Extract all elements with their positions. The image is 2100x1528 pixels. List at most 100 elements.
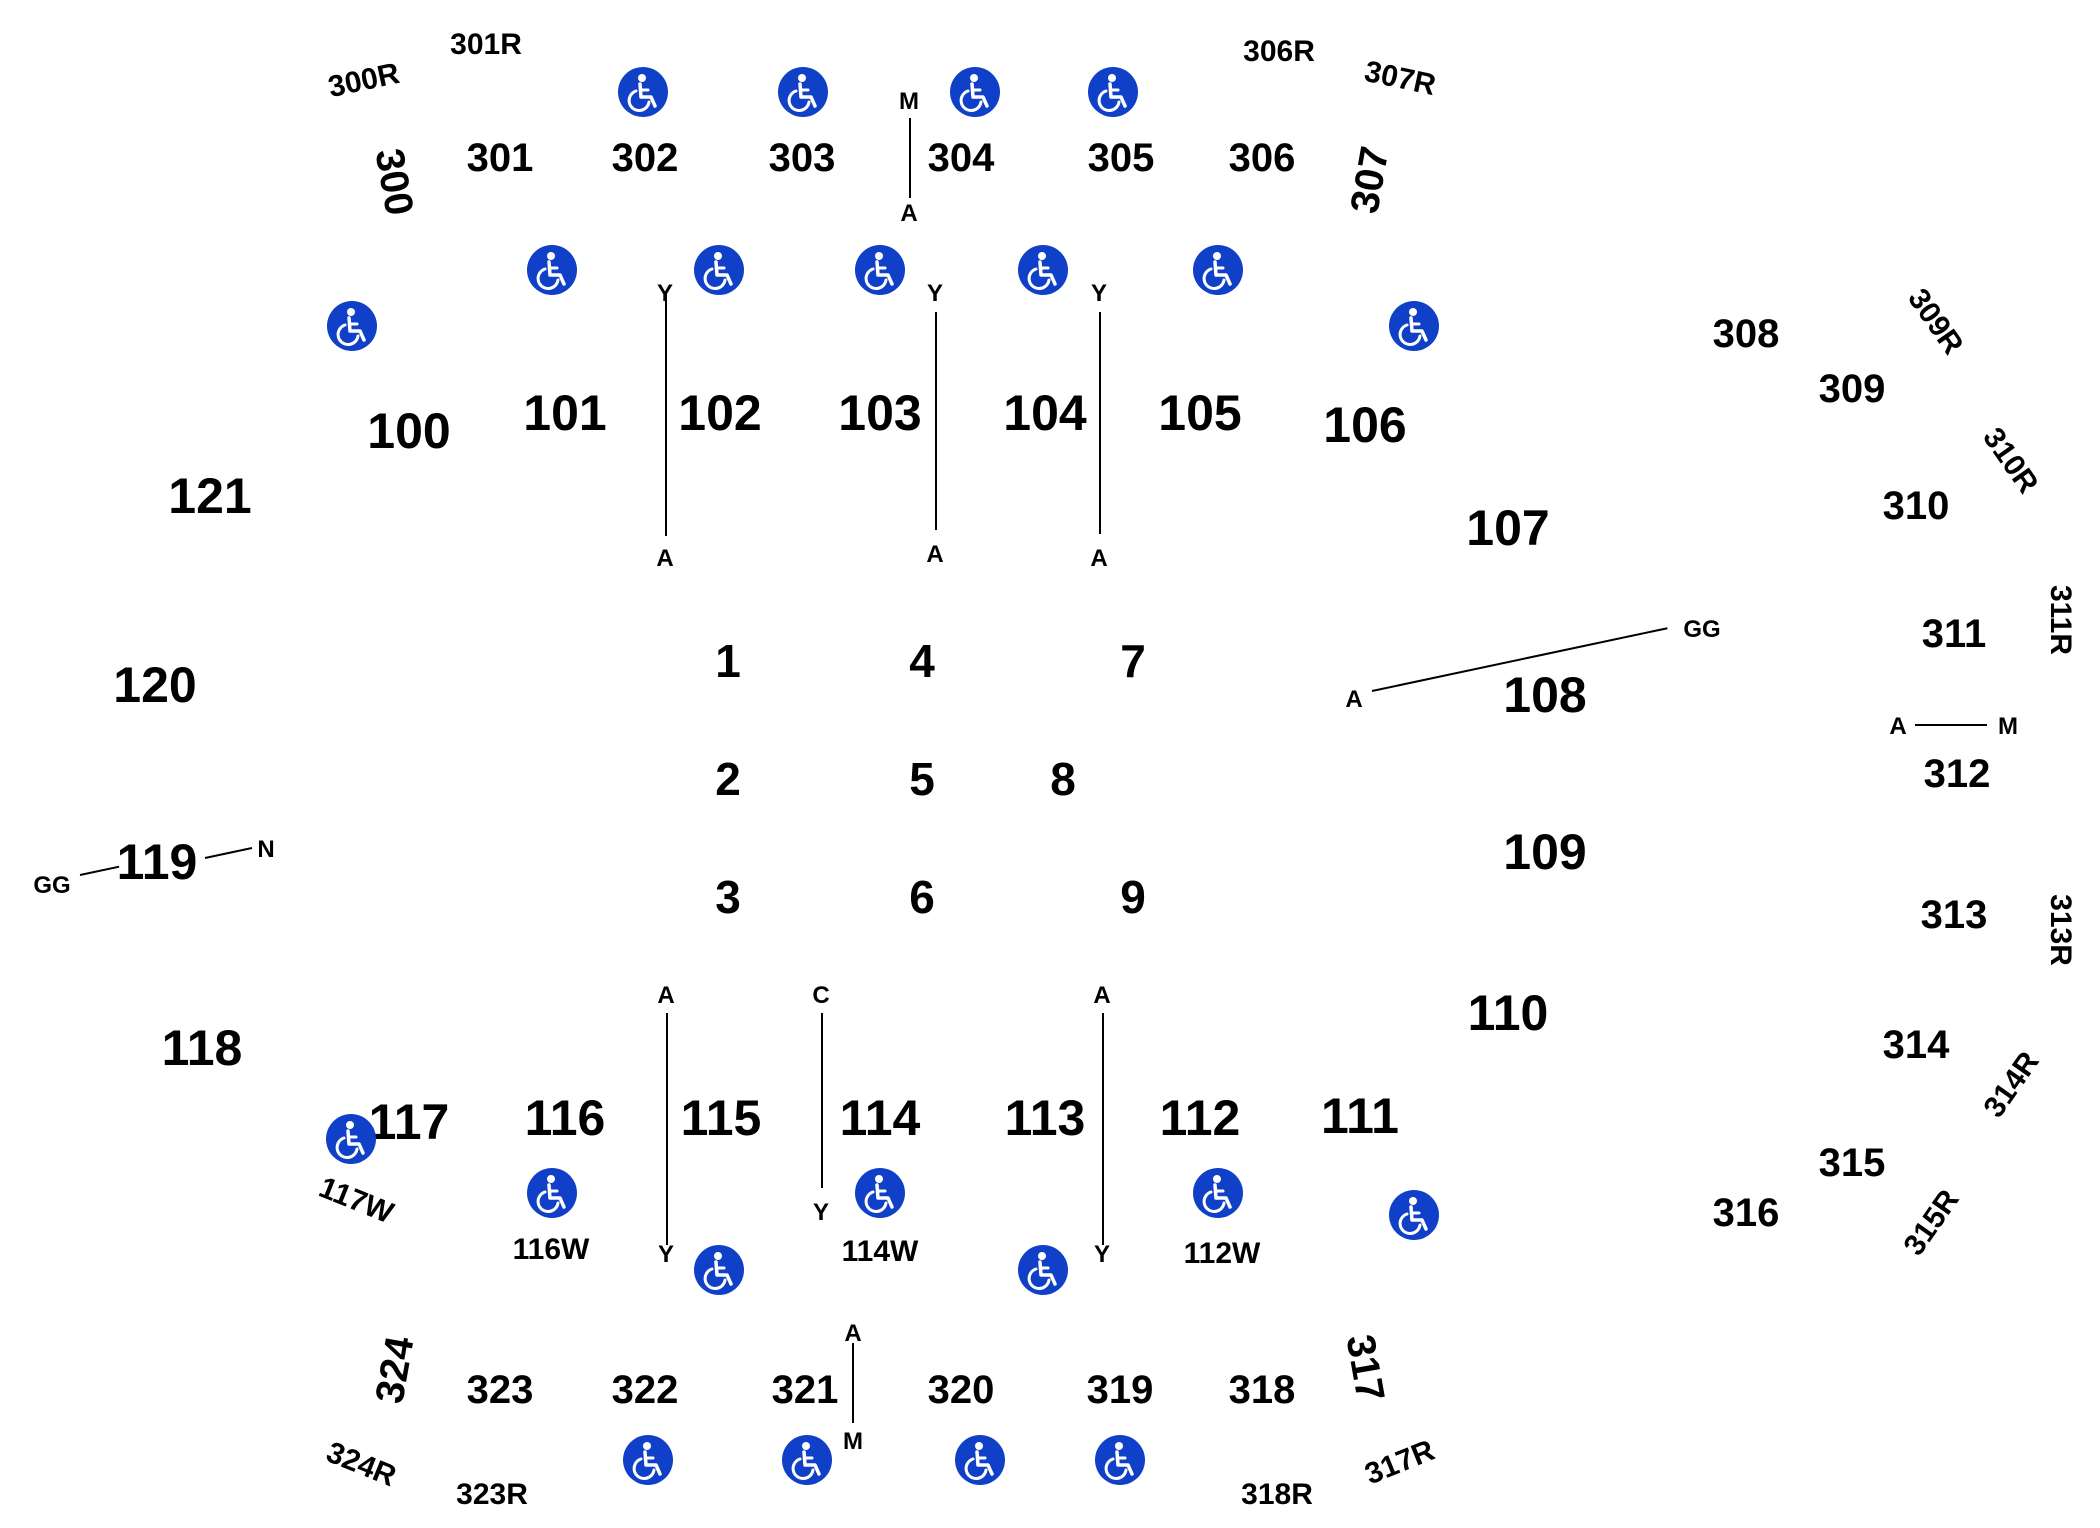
rail-label-307r: 307R bbox=[1361, 54, 1439, 103]
section-302[interactable]: 302 bbox=[611, 136, 679, 180]
section-308[interactable]: 308 bbox=[1712, 312, 1780, 356]
section-303[interactable]: 303 bbox=[768, 136, 836, 180]
floor-section-4[interactable]: 4 bbox=[909, 635, 935, 687]
wheelchair-accessible-icon bbox=[855, 1168, 905, 1218]
section-301[interactable]: 301 bbox=[466, 136, 534, 180]
section-322[interactable]: 322 bbox=[611, 1368, 679, 1412]
row-letter-n: N bbox=[257, 836, 275, 863]
section-100[interactable]: 100 bbox=[367, 403, 451, 459]
section-309[interactable]: 309 bbox=[1818, 367, 1886, 411]
section-315[interactable]: 315 bbox=[1818, 1141, 1886, 1185]
wheelchair-accessible-icon bbox=[1193, 1168, 1243, 1218]
row-letter-a: A bbox=[1093, 982, 1111, 1009]
section-119[interactable]: 119 bbox=[116, 834, 198, 890]
section-116[interactable]: 116 bbox=[524, 1090, 606, 1146]
section-104[interactable]: 104 bbox=[1003, 385, 1087, 441]
rail-label-301r: 301R bbox=[450, 28, 522, 61]
row-letter-c: C bbox=[812, 982, 830, 1009]
wheelchair-accessible-icon bbox=[1389, 301, 1439, 351]
section-305[interactable]: 305 bbox=[1087, 136, 1155, 180]
rail-label-306r: 306R bbox=[1243, 35, 1315, 68]
section-320[interactable]: 320 bbox=[927, 1368, 995, 1412]
wheelchair-accessible-icon bbox=[1018, 1245, 1068, 1295]
row-letter-a: A bbox=[1090, 545, 1108, 572]
floor-section-6[interactable]: 6 bbox=[909, 871, 935, 923]
row-line-302 bbox=[665, 293, 667, 536]
section-321[interactable]: 321 bbox=[771, 1368, 839, 1412]
section-324[interactable]: 324 bbox=[367, 1333, 423, 1407]
section-101[interactable]: 101 bbox=[523, 385, 607, 441]
wheelchair-accessible-icon bbox=[778, 67, 828, 117]
section-110[interactable]: 110 bbox=[1467, 985, 1549, 1041]
section-300[interactable]: 300 bbox=[366, 145, 422, 219]
row-line-119-right bbox=[204, 847, 253, 859]
rail-label-317r: 317R bbox=[1360, 1433, 1440, 1492]
section-102[interactable]: 102 bbox=[678, 385, 762, 441]
row-letter-y: Y bbox=[812, 1199, 830, 1226]
section-112[interactable]: 112 bbox=[1159, 1090, 1241, 1146]
section-103[interactable]: 103 bbox=[838, 385, 922, 441]
section-319[interactable]: 319 bbox=[1086, 1368, 1154, 1412]
rail-label-318r: 318R bbox=[1241, 1478, 1313, 1511]
section-115[interactable]: 115 bbox=[680, 1090, 762, 1146]
row-letter-gg: GG bbox=[1683, 616, 1721, 643]
rail-label-315r: 315R bbox=[1897, 1183, 1966, 1262]
wheelchair-accessible-icon bbox=[527, 245, 577, 295]
floor-section-1[interactable]: 1 bbox=[715, 635, 741, 687]
section-118[interactable]: 118 bbox=[161, 1020, 243, 1076]
wheelchair-accessible-icon bbox=[955, 1435, 1005, 1485]
row-letter-y: Y bbox=[926, 280, 944, 307]
wheelchair-accessible-icon bbox=[527, 1168, 577, 1218]
section-109[interactable]: 109 bbox=[1503, 824, 1587, 880]
section-304[interactable]: 304 bbox=[927, 136, 995, 180]
row-line-321 bbox=[852, 1343, 854, 1423]
row-letter-m: M bbox=[843, 1428, 863, 1455]
section-310[interactable]: 310 bbox=[1882, 484, 1950, 528]
wheelchair-accessible-icon bbox=[618, 67, 668, 117]
section-114[interactable]: 114 bbox=[839, 1090, 921, 1146]
section-111[interactable]: 111 bbox=[1321, 1088, 1399, 1144]
section-106[interactable]: 106 bbox=[1323, 397, 1407, 453]
section-117[interactable]: 117 bbox=[368, 1094, 450, 1150]
wheelchair-accessible-icon bbox=[1088, 67, 1138, 117]
section-312[interactable]: 312 bbox=[1923, 752, 1991, 796]
section-318[interactable]: 318 bbox=[1228, 1368, 1296, 1412]
wheelchair-accessible-icon bbox=[326, 1114, 376, 1164]
wheelchair-accessible-icon bbox=[1389, 1190, 1439, 1240]
section-313[interactable]: 313 bbox=[1920, 893, 1988, 937]
wheelchair-accessible-icon bbox=[782, 1435, 832, 1485]
section-311[interactable]: 311 bbox=[1921, 612, 1987, 656]
row-line-114 bbox=[821, 1013, 823, 1188]
row-line-303 bbox=[935, 312, 937, 530]
row-letter-a: A bbox=[844, 1320, 862, 1347]
section-317[interactable]: 317 bbox=[1337, 1331, 1393, 1405]
section-307[interactable]: 307 bbox=[1342, 143, 1398, 217]
floor-section-5[interactable]: 5 bbox=[909, 753, 935, 805]
row-letter-y: Y bbox=[1093, 1241, 1111, 1268]
wheelchair-label-116w: 116W bbox=[512, 1233, 590, 1266]
section-316[interactable]: 316 bbox=[1712, 1191, 1780, 1235]
row-letter-y: Y bbox=[1090, 280, 1108, 307]
section-107[interactable]: 107 bbox=[1466, 500, 1550, 556]
floor-section-3[interactable]: 3 bbox=[715, 871, 741, 923]
wheelchair-accessible-icon bbox=[1193, 245, 1243, 295]
wheelchair-accessible-icon bbox=[623, 1435, 673, 1485]
section-306[interactable]: 306 bbox=[1228, 136, 1296, 180]
section-323[interactable]: 323 bbox=[466, 1368, 534, 1412]
section-105[interactable]: 105 bbox=[1158, 385, 1242, 441]
row-letter-a: A bbox=[1345, 686, 1363, 713]
row-line-113 bbox=[1102, 1013, 1104, 1245]
floor-section-2[interactable]: 2 bbox=[715, 753, 741, 805]
floor-section-8[interactable]: 8 bbox=[1050, 753, 1076, 805]
wheelchair-accessible-icon bbox=[327, 301, 377, 351]
section-121[interactable]: 121 bbox=[168, 468, 252, 524]
floor-section-9[interactable]: 9 bbox=[1120, 871, 1146, 923]
row-letter-a: A bbox=[926, 541, 944, 568]
section-120[interactable]: 120 bbox=[113, 657, 197, 713]
floor-section-7[interactable]: 7 bbox=[1120, 635, 1146, 687]
rail-label-309r: 309R bbox=[1901, 282, 1970, 361]
section-108[interactable]: 108 bbox=[1503, 667, 1587, 723]
section-113[interactable]: 113 bbox=[1004, 1090, 1086, 1146]
row-letter-gg: GG bbox=[33, 872, 71, 899]
section-314[interactable]: 314 bbox=[1882, 1023, 1950, 1067]
